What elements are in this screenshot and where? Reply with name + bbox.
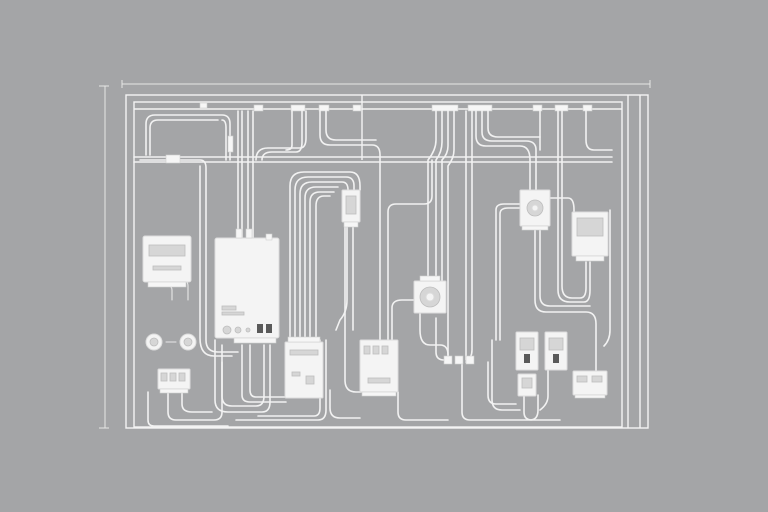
relay-module xyxy=(284,336,324,399)
circuit-breakers xyxy=(515,331,568,371)
busbar-connector xyxy=(165,135,234,164)
main-control-module xyxy=(214,228,280,344)
timer-module xyxy=(519,189,551,231)
busbar xyxy=(133,156,613,163)
contactor-block xyxy=(359,339,399,397)
terminal-block-left xyxy=(157,368,191,394)
wiring xyxy=(139,110,613,427)
fan-unit xyxy=(413,275,447,314)
panel-frame xyxy=(125,94,649,429)
terminal-strip-right xyxy=(572,370,608,399)
display-meter xyxy=(142,235,192,288)
power-supply xyxy=(571,211,609,262)
top-terminals xyxy=(199,102,593,112)
dimension-lines xyxy=(99,80,651,429)
small-connectors xyxy=(443,355,475,365)
sensor-box xyxy=(341,189,361,228)
indicator-lamps xyxy=(145,333,197,351)
small-relay xyxy=(517,373,537,397)
